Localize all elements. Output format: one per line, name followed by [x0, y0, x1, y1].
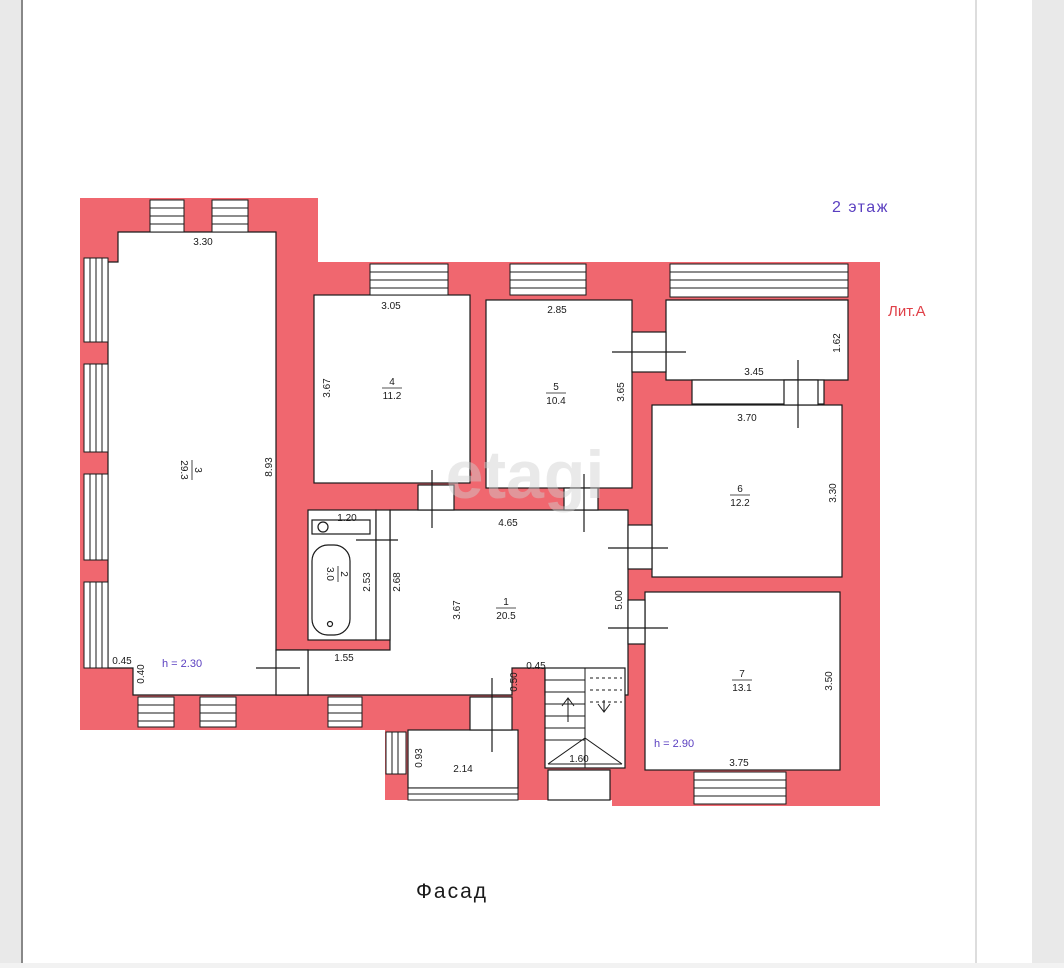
room-2-number: 2: [338, 571, 349, 577]
room-4-number: 4: [389, 377, 395, 388]
stair-landing: [547, 769, 611, 801]
room-6: [651, 404, 843, 578]
room-labels: 3 29.3 4 11.2 5 10.4 6 12.2 7 13.1 1 20.…: [178, 377, 752, 694]
dim-040: 0.40: [136, 664, 147, 684]
dim-r1-right: 5.00: [614, 590, 625, 610]
stair-icon: [545, 668, 623, 768]
height-right: h = 2.90: [654, 738, 694, 750]
dim-r2-side: 2.53: [362, 572, 373, 592]
floor-label: 2 этаж: [832, 199, 889, 216]
dim-stair: 1.60: [569, 754, 589, 765]
room-7-area: 13.1: [732, 683, 752, 694]
facade-label: Фасад: [416, 880, 488, 903]
dim-r3-top: 3.30: [193, 237, 213, 248]
room-1-area: 20.5: [496, 611, 516, 622]
bathtub-icon: [311, 519, 371, 636]
dim-r6-top: 3.70: [737, 413, 757, 424]
room-5-number: 5: [553, 382, 559, 393]
room-5: [485, 299, 633, 489]
dim-r2-side2: 2.68: [392, 572, 403, 592]
dim-corr-h: 1.62: [832, 333, 843, 353]
dim-r1-top: 4.65: [498, 518, 518, 529]
room-6-number: 6: [737, 484, 743, 495]
dim-r7-side: 3.50: [824, 671, 835, 691]
room-7: [644, 591, 841, 771]
balcony: [407, 729, 519, 789]
dim-r3-side: 8.93: [264, 457, 275, 477]
dim-r1-side: 3.67: [452, 600, 463, 620]
watermark: etagi: [446, 437, 605, 513]
dim-r4-top: 3.05: [381, 301, 401, 312]
dim-balc-w: 2.14: [453, 764, 473, 775]
room-2-area: 3.0: [324, 567, 335, 581]
dim-r5-top: 2.85: [547, 305, 567, 316]
room-4-area: 11.2: [383, 391, 402, 402]
room-6-area: 12.2: [730, 498, 750, 509]
dim-r7-bottom: 3.75: [729, 758, 749, 769]
room-3: [107, 231, 309, 696]
dim-r2-top: 1.20: [337, 513, 357, 524]
room-3-number: 3: [192, 467, 203, 473]
dim-r6-side: 3.30: [828, 483, 839, 503]
dim-balc-h: 0.93: [414, 748, 425, 768]
doors: [256, 331, 819, 752]
windows: [83, 199, 849, 805]
dim-045a: 0.45: [112, 656, 132, 667]
dim-050: 0.50: [509, 672, 520, 692]
dim-r5-side: 3.65: [616, 382, 627, 402]
dim-pass-w: 1.55: [334, 653, 354, 664]
dim-corr-w: 3.45: [744, 367, 764, 378]
height-left: h = 2.30: [162, 658, 202, 670]
room-1-number: 1: [503, 597, 509, 608]
room-4: [313, 294, 471, 484]
dim-r4-side: 3.67: [322, 378, 333, 398]
room-3-area: 29.3: [178, 460, 189, 480]
lit-label: Лит.А: [888, 303, 926, 320]
dimension-labels: 3.30 8.93 3.05 3.67 2.85 3.65 3.45 1.62 …: [112, 237, 843, 775]
room-5-area: 10.4: [546, 396, 566, 407]
dim-045b: 0.45: [526, 661, 546, 672]
room-7-number: 7: [739, 669, 745, 680]
